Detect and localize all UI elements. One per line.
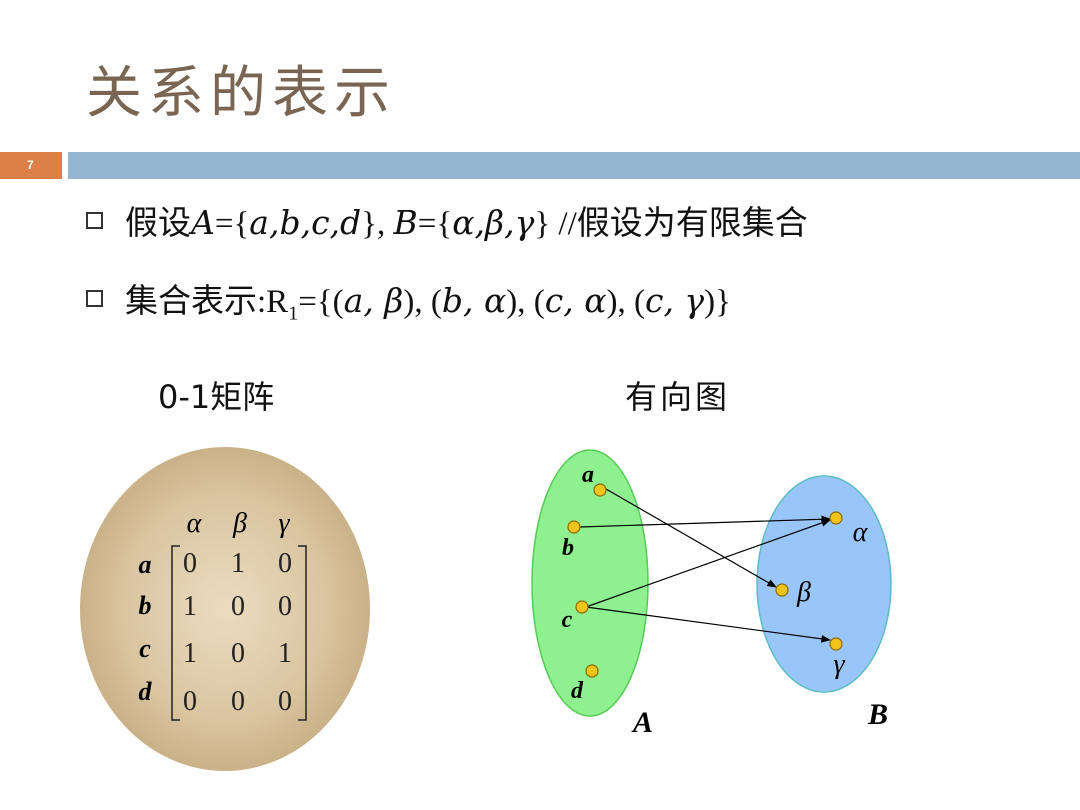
graph-caption: 有向图	[625, 378, 731, 416]
matrix-cell: 0	[278, 548, 292, 579]
set-a-ellipse	[531, 449, 649, 717]
node-label-alpha: α	[853, 517, 869, 548]
matrix-cell: 0	[231, 686, 245, 717]
matrix-row-label: b	[139, 591, 152, 620]
edge-c-alpha	[585, 519, 831, 608]
node-a	[593, 483, 607, 497]
matrix-caption: 0-1矩阵	[158, 378, 275, 416]
bullet-square-icon	[86, 290, 103, 307]
pair: c, γ	[644, 281, 705, 320]
pair: a, β	[343, 281, 404, 320]
matrix-row-label: a	[139, 550, 152, 579]
node-alpha	[829, 511, 843, 525]
edge-b-alpha	[579, 515, 831, 528]
matrix-cell: 0	[278, 591, 292, 622]
matrix-row-label: c	[139, 634, 151, 663]
node-d	[585, 664, 599, 678]
text-fragment: ), (	[606, 284, 645, 320]
node-label-gamma: γ	[833, 649, 845, 680]
matrix-cell: 0	[231, 591, 245, 622]
matrix-row-label: d	[139, 677, 153, 706]
relation-name: :R	[257, 284, 289, 320]
text-fragment: ={	[417, 206, 453, 242]
node-label-c: c	[562, 607, 573, 633]
node-gamma	[829, 637, 843, 651]
bullet-lead: 假设	[125, 203, 191, 242]
relation-subscript: 1	[288, 302, 299, 325]
matrix-left-bracket	[171, 545, 180, 721]
matrix-cell: 1	[278, 638, 292, 669]
matrix-cell: 0	[183, 686, 197, 717]
pair: b, α	[441, 281, 507, 320]
text-fragment: ={(	[298, 284, 344, 320]
matrix-cell: 1	[183, 638, 197, 669]
bullet-sets: 假设A={a,b,c,d}, B={α,β,γ} //假设为有限集合	[86, 196, 808, 244]
matrix-cell: 0	[278, 686, 292, 717]
text-fragment: ), (	[403, 284, 442, 320]
set-a-elements: a,b,c,d	[249, 203, 362, 242]
matrix-col-label: α	[187, 508, 203, 539]
node-label-d: d	[571, 678, 584, 704]
pair: c, α	[544, 281, 607, 320]
matrix-cell: 0	[183, 548, 197, 579]
set-label-a: A	[631, 706, 653, 739]
set-name-a: A	[191, 203, 215, 242]
node-label-beta: β	[796, 577, 811, 608]
node-beta	[775, 583, 789, 597]
matrix-cell: 1	[231, 548, 245, 579]
slide-title: 关系的表示	[86, 61, 396, 126]
text-fragment: ={	[214, 206, 250, 242]
matrix-right-bracket	[298, 545, 307, 721]
matrix-cell: 0	[231, 638, 245, 669]
set-name-b: B	[393, 203, 418, 242]
set-label-b: B	[867, 698, 888, 731]
matrix-cell: 1	[183, 591, 197, 622]
set-b-elements: α,β,γ	[452, 203, 535, 242]
text-fragment: ), (	[506, 284, 545, 320]
slide-number: 7	[0, 152, 62, 179]
node-label-a: a	[582, 462, 594, 488]
comment-text: 假设为有限集合	[576, 203, 808, 242]
matrix-background	[80, 447, 370, 771]
node-c	[575, 600, 589, 614]
text-fragment: )}	[704, 284, 731, 320]
header-bar	[68, 152, 1080, 179]
bullet-lead: 集合表示	[125, 281, 257, 320]
matrix-col-label: β	[232, 508, 247, 539]
node-b	[567, 520, 581, 534]
matrix-col-label: γ	[278, 508, 290, 539]
bullet-set-representation: 集合表示:R1={(a, β), (b, α), (c, α), (c, γ)}	[86, 274, 731, 326]
bullet-square-icon	[86, 212, 103, 229]
text-fragment: },	[361, 206, 394, 242]
edge-a-beta	[605, 488, 777, 588]
edge-c-gamma	[585, 606, 831, 643]
set-b-ellipse	[756, 475, 892, 693]
node-label-b: b	[562, 535, 574, 561]
comment-marker: } //	[534, 206, 577, 242]
